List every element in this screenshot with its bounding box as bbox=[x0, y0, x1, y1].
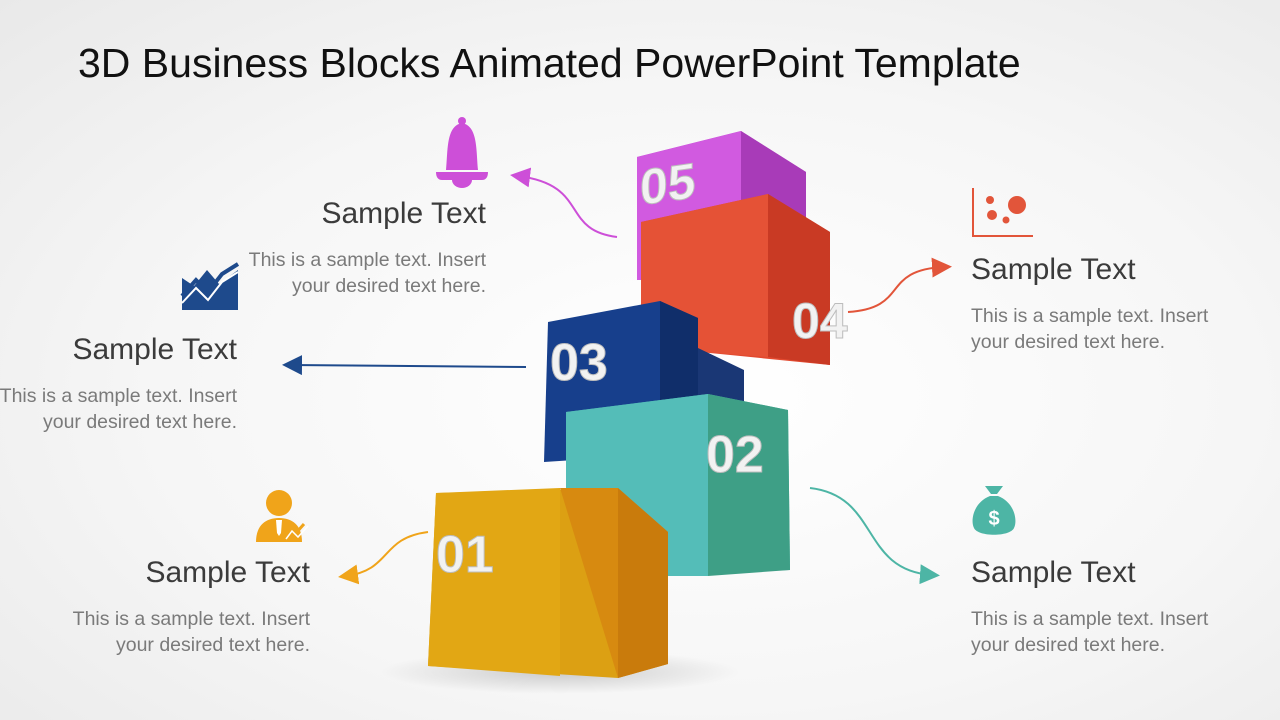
block-05-number: 05 bbox=[640, 152, 696, 216]
block-01-number: 01 bbox=[436, 526, 494, 584]
block-02-number: 02 bbox=[706, 426, 764, 484]
callout-03-heading: Sample Text bbox=[72, 333, 237, 366]
arrow-03 bbox=[282, 355, 527, 376]
block-04-number: 04 bbox=[792, 293, 848, 349]
callout-04-body: This is a sample text. Insert your desir… bbox=[971, 305, 1209, 353]
callout-05-body: This is a sample text. Insert your desir… bbox=[248, 249, 486, 297]
callout-01-heading: Sample Text bbox=[145, 556, 310, 589]
callout-02: Sample Text This is a sample text. Inser… bbox=[971, 556, 1231, 658]
block-01: 01 bbox=[428, 488, 668, 678]
callout-03-body: This is a sample text. Insert your desir… bbox=[0, 385, 237, 433]
callout-02-body: This is a sample text. Insert your desir… bbox=[971, 608, 1209, 656]
bell-icon bbox=[436, 117, 488, 188]
line-chart-icon bbox=[180, 262, 240, 310]
arrow-05 bbox=[510, 167, 618, 238]
block-03-number: 03 bbox=[550, 334, 608, 392]
callout-05-heading: Sample Text bbox=[321, 197, 486, 230]
callout-02-heading: Sample Text bbox=[971, 556, 1136, 589]
arrow-04 bbox=[847, 257, 952, 313]
slide-title: 3D Business Blocks Animated PowerPoint T… bbox=[78, 40, 1021, 86]
callout-04: Sample Text This is a sample text. Inser… bbox=[971, 253, 1231, 355]
scatter-chart-icon bbox=[972, 188, 1033, 237]
callout-05: Sample Text This is a sample text. Inser… bbox=[226, 197, 486, 299]
callout-01-body: This is a sample text. Insert your desir… bbox=[72, 608, 310, 656]
callout-03: Sample Text This is a sample text. Inser… bbox=[0, 333, 237, 435]
callout-01: Sample Text This is a sample text. Inser… bbox=[50, 556, 310, 658]
businessman-icon bbox=[256, 490, 309, 542]
svg-text:$: $ bbox=[988, 508, 999, 530]
arrow-02 bbox=[809, 487, 940, 585]
arrow-01 bbox=[338, 531, 429, 585]
money-bag-icon: $ bbox=[972, 486, 1016, 535]
callout-04-heading: Sample Text bbox=[971, 253, 1136, 286]
